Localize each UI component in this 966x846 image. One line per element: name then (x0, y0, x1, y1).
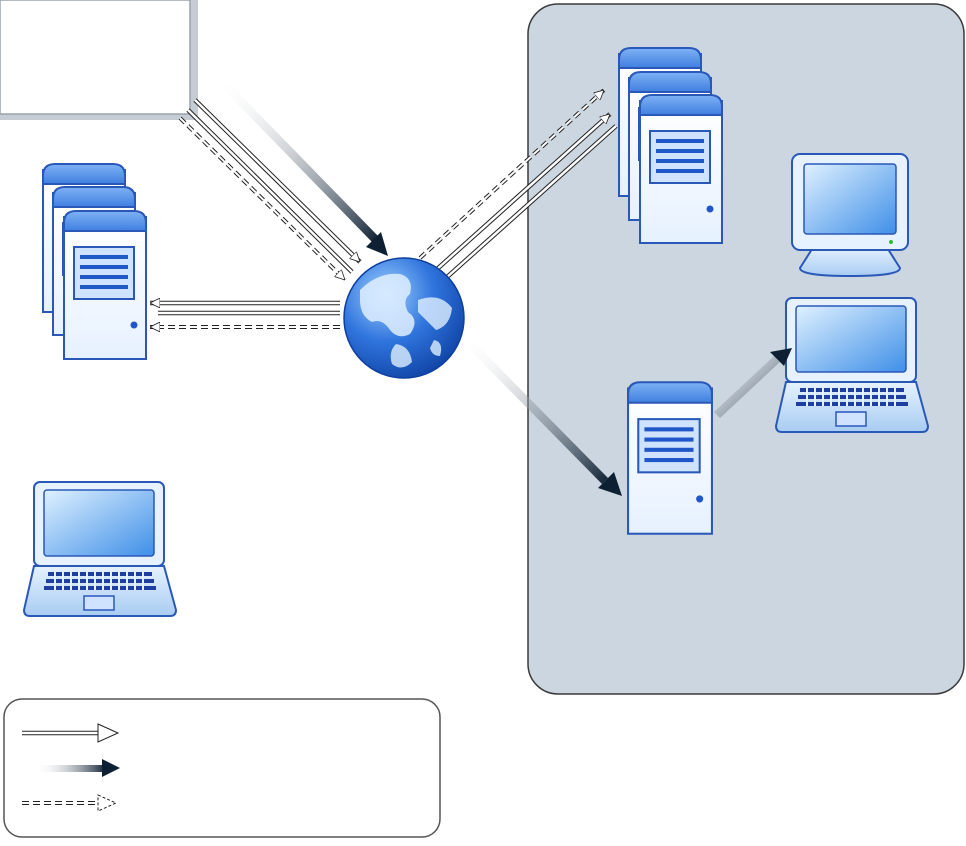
note-box (0, 0, 198, 120)
server-cluster-right (618, 47, 723, 244)
server-cluster-left (42, 163, 147, 360)
edge-note-to-globe-gradient (218, 78, 388, 256)
edge-note-to-globe-solid (186, 98, 362, 274)
legend-dashed-outline-arrow (22, 794, 118, 812)
legend-gradient-arrow (34, 759, 120, 777)
edge-globe-to-left-servers-solid (150, 303, 340, 316)
laptop-left (23, 481, 177, 617)
edge-globe-to-right-servers-solid (434, 112, 618, 280)
server-tower-right (627, 381, 713, 535)
edge-globe-to-right-tower-gradient (462, 336, 622, 496)
edge-note-to-globe-dashed (178, 116, 347, 282)
laptop-right (775, 297, 929, 433)
edge-globe-to-right-servers-dashed (418, 88, 606, 260)
internet-globe (343, 257, 465, 379)
legend (3, 698, 441, 838)
edge-tower-to-laptop-gradient (714, 348, 792, 418)
legend-solid-outline-arrow (22, 723, 120, 743)
desktop-monitor (791, 153, 909, 278)
